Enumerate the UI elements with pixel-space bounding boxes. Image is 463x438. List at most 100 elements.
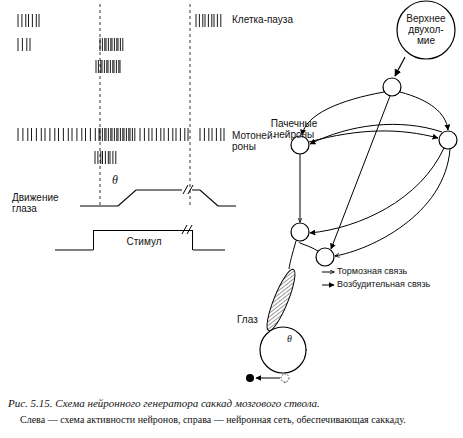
spike — [124, 128, 125, 141]
spike — [112, 151, 113, 164]
spike — [205, 14, 206, 27]
new-target — [246, 374, 254, 382]
spike — [21, 14, 22, 27]
spike — [120, 60, 121, 73]
eye-circle: Глазθ — [259, 326, 307, 374]
spike — [134, 128, 135, 141]
spike — [102, 38, 103, 51]
spike — [100, 60, 101, 73]
spike — [126, 128, 127, 141]
spike — [110, 128, 111, 141]
eye-muscle — [262, 267, 300, 333]
node-text: θ — [287, 333, 301, 344]
eye-trace — [192, 190, 236, 206]
spike — [63, 128, 64, 141]
angle-symbol: θ — [112, 175, 124, 186]
circle-outline — [397, 1, 455, 59]
spike — [30, 38, 31, 51]
break-mark — [183, 185, 193, 194]
connection — [395, 57, 405, 76]
spike — [224, 128, 225, 141]
spike — [164, 128, 165, 141]
spike — [176, 128, 177, 141]
caption-note: Слева — схема активности нейронов, справ… — [20, 414, 452, 425]
spike — [132, 128, 133, 141]
spike — [212, 128, 213, 141]
spike — [118, 38, 119, 51]
spike — [18, 38, 19, 51]
legend-text: Возбудительная связь — [337, 279, 430, 290]
spike — [172, 128, 173, 141]
spike — [104, 128, 105, 141]
spike — [95, 128, 96, 141]
spike — [106, 38, 107, 51]
interneuron — [316, 248, 334, 266]
spike — [216, 128, 217, 141]
spike — [25, 14, 26, 27]
spike — [102, 151, 103, 164]
spike — [160, 128, 161, 141]
spike — [112, 38, 113, 51]
target-shift-arrow — [256, 378, 280, 379]
spike — [118, 128, 119, 141]
spike — [26, 38, 27, 51]
brain-region-circle: Верхнее двухол- мие — [395, 0, 457, 60]
spike — [110, 60, 111, 73]
spike — [108, 60, 109, 73]
spike — [72, 128, 73, 141]
spike — [76, 128, 77, 141]
spike — [208, 14, 209, 27]
spike — [104, 38, 105, 51]
spike — [122, 38, 123, 51]
stimulus-baseline — [55, 249, 225, 250]
spike — [95, 151, 96, 164]
spike — [220, 14, 221, 27]
spike — [45, 128, 46, 141]
spike — [114, 60, 115, 73]
spike — [104, 60, 105, 73]
spike — [118, 60, 119, 73]
spike — [49, 128, 50, 141]
spike — [116, 128, 117, 141]
stimulus-pulse: Стимул — [93, 230, 193, 250]
spike — [39, 14, 40, 27]
spike — [100, 151, 101, 164]
node-text: Стимул — [94, 236, 194, 247]
spike — [120, 38, 121, 51]
spike — [128, 128, 129, 141]
spike — [106, 128, 107, 141]
spike — [100, 38, 101, 51]
spike — [81, 128, 82, 141]
spike — [217, 14, 218, 27]
offset-dashed-line — [190, 4, 191, 205]
node-text: Верхнее двухол- мие — [402, 13, 450, 46]
pause-neuron — [383, 78, 401, 96]
spike — [97, 151, 98, 164]
spike — [28, 14, 29, 27]
eye-trace — [80, 190, 182, 206]
legend-text: Тормозная связь — [337, 266, 407, 277]
circle-outline — [259, 326, 307, 374]
spike — [168, 128, 169, 141]
spike — [184, 128, 185, 141]
spike — [115, 151, 116, 164]
spike — [144, 128, 145, 141]
legend-sample-inhibitory — [322, 272, 334, 273]
spike — [112, 60, 113, 73]
spike — [180, 128, 181, 141]
spike — [90, 128, 91, 141]
spike — [122, 128, 123, 141]
spike — [196, 14, 197, 27]
trace-label: Движение глаза — [12, 192, 74, 214]
spike — [22, 128, 23, 141]
burst-neuron — [439, 131, 457, 149]
spike — [199, 14, 200, 27]
row-label: Мотоней- роны — [232, 130, 284, 152]
spike — [152, 128, 153, 141]
spike — [102, 128, 103, 141]
spike — [140, 128, 141, 141]
spike — [41, 128, 42, 141]
spike — [98, 60, 99, 73]
circle-outline — [260, 327, 306, 373]
